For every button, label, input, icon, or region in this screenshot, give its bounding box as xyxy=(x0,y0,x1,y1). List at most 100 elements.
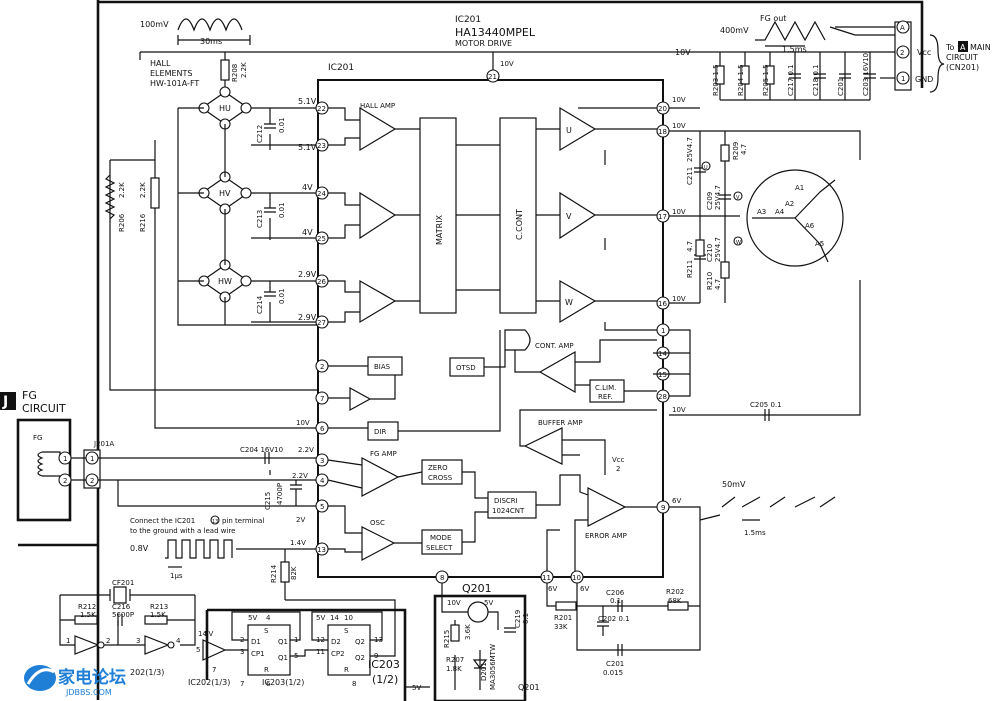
lower-ic-wires xyxy=(327,459,657,571)
c212-val: 0.01 xyxy=(278,117,286,133)
inverter-1-pin-in: 1 xyxy=(66,637,70,645)
v-pin20: 10V xyxy=(672,96,686,104)
bottom-5v: 5V xyxy=(412,684,421,692)
marker-u-label: U xyxy=(704,165,708,171)
r206-r216-wiring xyxy=(109,140,318,429)
ff2-pin-11: 11 xyxy=(316,648,325,656)
v-pin6: 10V xyxy=(296,419,310,427)
c206-val: 0.1 xyxy=(610,597,621,605)
pin-21: 21 xyxy=(488,73,497,81)
marker-v-label: V xyxy=(736,195,740,201)
connector-pin-1 xyxy=(896,71,910,85)
r204-label: R204 1.5 xyxy=(737,64,745,96)
c211-val: 25V4.7 xyxy=(686,137,694,162)
cont-buffer-wires xyxy=(514,339,657,475)
q201-5v: 5V xyxy=(484,599,493,607)
r206-zigzag xyxy=(104,174,116,220)
bias-dir-wires xyxy=(328,330,506,432)
q201-label: Q201 xyxy=(462,582,492,595)
logic-wires xyxy=(59,595,196,646)
fg-out-time: 1.5ms xyxy=(782,45,807,54)
v-pin3: 2.2V xyxy=(298,446,314,454)
r206-label: R206 xyxy=(118,213,126,232)
to-label-3: CIRCUIT xyxy=(946,53,978,62)
marker-v xyxy=(733,191,743,201)
hall-amp-w xyxy=(359,279,397,324)
pin-11: 11 xyxy=(542,574,551,582)
ff1-s: S xyxy=(264,627,269,635)
ic201-label: IC201 xyxy=(328,63,354,73)
connector-gnd: GND xyxy=(915,75,933,84)
c206-label: C206 xyxy=(606,589,625,597)
c213-label: C213 xyxy=(256,210,264,228)
r202-resistor xyxy=(667,601,689,611)
bus-10v-label: 10V xyxy=(675,48,691,57)
inverter-2 xyxy=(144,635,170,655)
q201-supply: 10V xyxy=(447,599,461,607)
c209-val: 25V4.7 xyxy=(714,185,722,210)
r209 xyxy=(720,144,730,162)
c213-val: 0.01 xyxy=(278,202,286,218)
pin-7: 7 xyxy=(320,395,324,403)
hu-v1: 5.1V xyxy=(298,97,317,106)
ff2-q: Q2 xyxy=(355,638,365,646)
motor-circle xyxy=(746,169,844,267)
wave-top-left-time: 30ms xyxy=(200,37,222,46)
hv-v2: 4V xyxy=(302,228,313,237)
to-label-1: To xyxy=(945,43,955,52)
inverter-3-pin-14: 14 xyxy=(198,630,207,638)
hv-v1: 4V xyxy=(302,183,313,192)
winding-a2: A2 xyxy=(785,200,794,208)
r211-label: R211 xyxy=(686,260,694,278)
to-label-2: MAIN xyxy=(970,43,991,52)
c205-label: C205 0.1 xyxy=(750,401,782,409)
r212-resistor xyxy=(74,615,98,625)
error-amp xyxy=(587,487,627,527)
bus-fg-out xyxy=(829,26,895,36)
ff2-d: D2 xyxy=(331,638,341,646)
pin-4: 4 xyxy=(320,477,325,485)
r203-label: R203 1.5 xyxy=(712,64,720,96)
r213-label: R213 xyxy=(150,603,168,611)
ff2-r: R xyxy=(344,666,349,674)
c216-label: C216 xyxy=(112,603,131,611)
connector-pin-2 xyxy=(896,45,910,59)
c210-label: C210 xyxy=(706,244,714,262)
wave-top-left xyxy=(177,18,243,32)
driver-u-label: U xyxy=(566,126,572,135)
osc-amp-label: 0.8V xyxy=(130,544,149,553)
hw-v1: 2.9V xyxy=(298,270,317,279)
r208-label: R208 xyxy=(231,64,239,82)
cf201-label: CF201 xyxy=(112,579,134,587)
v-pin5: 2V xyxy=(296,516,305,524)
c211-label: C211 xyxy=(686,167,694,185)
dir-buffer xyxy=(349,386,372,412)
ic-left-pins xyxy=(315,101,329,556)
r215-label: R215 xyxy=(443,630,451,648)
v-pin18: 10V xyxy=(672,122,686,130)
fg-coil xyxy=(37,451,61,480)
ff2-5v: 5V xyxy=(316,614,325,622)
hall-hw-name: HW xyxy=(218,277,232,286)
d201-label: D201 xyxy=(480,662,488,681)
inverter-2-pin-out: 4 xyxy=(176,637,181,645)
pin-8: 8 xyxy=(440,574,444,582)
ff1-pin-6: 6 xyxy=(266,680,271,688)
ff1-qn: Q1 xyxy=(278,654,288,662)
driver-outputs xyxy=(578,107,657,331)
c203-label: C203 16V10 xyxy=(862,53,870,96)
c-lim-label-1: C.LIM. xyxy=(595,384,616,392)
v-pin17: 10V xyxy=(672,208,686,216)
wave-top-left-amp: 100mV xyxy=(140,20,169,29)
to-label-badge-text: A xyxy=(960,43,966,52)
bus-top xyxy=(139,51,895,60)
fg-coil-label: FG xyxy=(33,434,42,442)
zero-label-1: ZERO xyxy=(428,464,448,472)
watermark-url: JDBBS.COM xyxy=(65,688,112,697)
watermark-logo xyxy=(24,665,56,691)
pin-10: 10 xyxy=(572,574,581,582)
motor-windings xyxy=(752,179,836,263)
c-lim-label-2: REF. xyxy=(598,393,612,401)
pin-26: 26 xyxy=(317,278,326,286)
logic-interconnect xyxy=(225,599,396,657)
